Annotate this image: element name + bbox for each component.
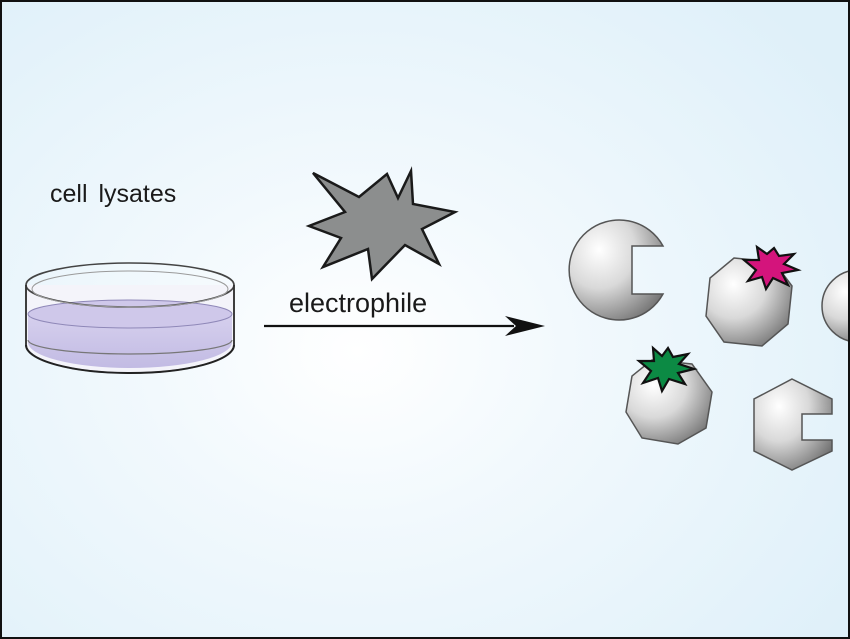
protein-circle-icon [821,270,848,342]
electrophile-label: electrophile [289,288,428,318]
petri-dish-icon [25,262,235,374]
reaction-arrow-icon [264,316,545,336]
magenta-adduct-icon [740,244,802,292]
green-adduct-icon [635,345,698,394]
cell-lysates-label: cell lysates [50,180,177,208]
electrophile-starburst-icon [305,166,459,282]
protein-pacman-icon [568,219,665,321]
protein-hexagon-icon [753,378,833,471]
